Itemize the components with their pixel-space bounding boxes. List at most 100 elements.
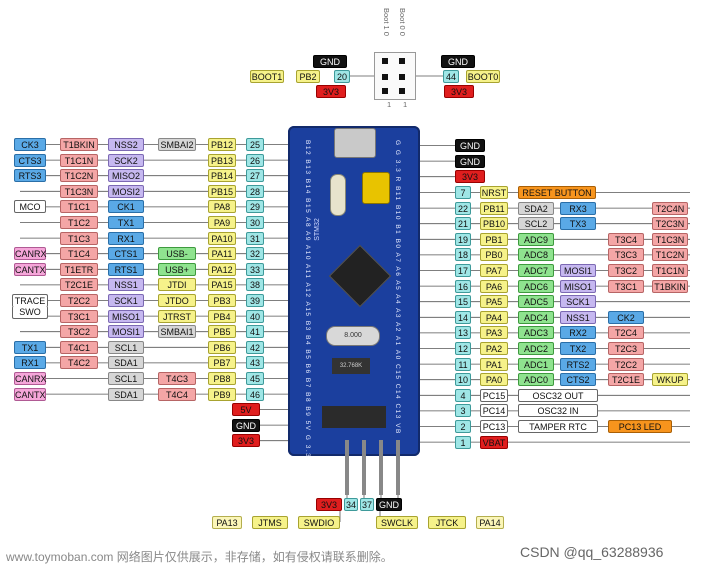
pin20-label: 20 bbox=[334, 70, 350, 83]
left-label-10-3: JTDO bbox=[158, 294, 196, 307]
top-right-gnd: GND bbox=[441, 55, 475, 68]
left-label-7-2: CTS1 bbox=[108, 247, 144, 261]
left-label-0-0: CK3 bbox=[14, 138, 46, 151]
left-label-3-1: T1C3N bbox=[60, 184, 98, 198]
right-port-4: PB0 bbox=[480, 248, 508, 262]
rtc-crystal-label: 32.768K bbox=[339, 363, 363, 369]
right-alt-15-0: TAMPER RTC bbox=[518, 420, 598, 433]
boot-pin1-marker-a: 1 bbox=[387, 100, 392, 109]
right-alt-12-3: WKUP bbox=[652, 373, 688, 387]
right-pin-num-9: 13 bbox=[455, 326, 471, 340]
right-port-1: PB11 bbox=[480, 201, 508, 215]
right-pin-num-3: 19 bbox=[455, 232, 471, 246]
right-alt-2-0: SCL2 bbox=[518, 217, 554, 231]
right-port-15: PC13 bbox=[480, 420, 508, 433]
right-pin-num-13: 4 bbox=[455, 388, 471, 402]
left-label-8-1: T1ETR bbox=[60, 262, 98, 276]
left-label-15-2: SCL1 bbox=[108, 372, 144, 385]
left-label-9-1: T2C1E bbox=[60, 278, 98, 292]
left-label-11-1: T3C1 bbox=[60, 309, 98, 323]
left-label-16-4: PB9 bbox=[208, 387, 236, 401]
board-right-pin-legend: G G 3.3 R B11 B10 B1 B0 A7 A6 A5 A4 A3 A… bbox=[394, 140, 401, 435]
swd-pin bbox=[345, 440, 349, 495]
right-alt-3-3: T1C3N bbox=[652, 232, 688, 246]
boot-jumper-block bbox=[374, 52, 416, 100]
right-alt-8-1: NSS1 bbox=[560, 310, 596, 324]
right-alt-8-2: CK2 bbox=[608, 310, 644, 324]
pin44-label: 44 bbox=[443, 70, 459, 83]
right-alt-4-3: T1C2N bbox=[652, 248, 688, 262]
bottom-row1-0: 3V3 bbox=[316, 498, 342, 511]
left-label-12-4: PB5 bbox=[208, 325, 236, 339]
jumper-pin bbox=[382, 58, 388, 64]
left-label-1-1: T1C1N bbox=[60, 153, 98, 167]
right-port-11: PA1 bbox=[480, 357, 508, 371]
left-label-4-4: PA8 bbox=[208, 200, 236, 214]
left-label-16-2: SDA1 bbox=[108, 387, 144, 401]
left-label-14-4: PB7 bbox=[208, 356, 236, 370]
left-label-3-4: PB15 bbox=[208, 184, 236, 198]
right-pin-num-4: 18 bbox=[455, 248, 471, 262]
right-port-16: VBAT bbox=[480, 435, 508, 449]
right-alt-4-0: ADC8 bbox=[518, 248, 554, 262]
jumper-pin bbox=[382, 74, 388, 80]
left-label-1-0: CTS3 bbox=[14, 153, 46, 167]
left-power-1: GND bbox=[232, 418, 260, 432]
right-alt-10-2: T2C3 bbox=[608, 342, 644, 355]
jumper-pin bbox=[382, 88, 388, 94]
left-label-5-5: 30 bbox=[246, 216, 264, 229]
right-port-10: PA2 bbox=[480, 342, 508, 355]
bottom-row1-2: 37 bbox=[360, 498, 374, 511]
right-alt-10-0: ADC2 bbox=[518, 342, 554, 355]
right-alt-0-0: RESET BUTTON bbox=[518, 186, 596, 199]
left-label-1-2: SCK2 bbox=[108, 153, 144, 167]
right-pin-num-1: 22 bbox=[455, 201, 471, 215]
right-port-14: PC14 bbox=[480, 404, 508, 418]
right-alt-3-0: ADC9 bbox=[518, 232, 554, 246]
right-alt-6-3: T1BKIN bbox=[652, 279, 688, 293]
right-alt-12-2: T2C1E bbox=[608, 373, 644, 387]
left-label-11-4: PB4 bbox=[208, 309, 236, 323]
left-label-16-5: 46 bbox=[246, 387, 264, 401]
right-alt-13-0: OSC32 OUT bbox=[518, 388, 598, 402]
left-label-7-4: PA11 bbox=[208, 247, 236, 261]
right-port-2: PB10 bbox=[480, 217, 508, 231]
left-label-2-2: MISO2 bbox=[108, 169, 144, 183]
left-label-6-1: T1C3 bbox=[60, 231, 98, 245]
left-label-10-5: 39 bbox=[246, 294, 264, 307]
left-label-7-5: 32 bbox=[246, 247, 264, 261]
right-header-0: GND bbox=[455, 139, 485, 152]
bottom-row2-1: JTMS bbox=[252, 516, 288, 529]
right-pin-num-11: 11 bbox=[455, 357, 471, 371]
top-left-3v3: 3V3 bbox=[316, 85, 346, 98]
top-right-3v3: 3V3 bbox=[444, 85, 474, 98]
right-pin-num-6: 16 bbox=[455, 279, 471, 293]
right-alt-11-1: RTS2 bbox=[560, 357, 596, 371]
bottom-row2-5: PA14 bbox=[476, 516, 504, 529]
mcu-chip bbox=[328, 244, 392, 308]
right-alt-1-1: RX3 bbox=[560, 201, 596, 215]
right-port-3: PB1 bbox=[480, 232, 508, 246]
left-label-12-1: T3C2 bbox=[60, 325, 98, 339]
left-label-6-2: RX1 bbox=[108, 231, 144, 245]
right-port-9: PA3 bbox=[480, 326, 508, 340]
left-label-12-3: SMBAI1 bbox=[158, 325, 196, 339]
swd-pin bbox=[379, 440, 383, 495]
right-alt-2-1: TX3 bbox=[560, 217, 596, 231]
swd-header bbox=[322, 406, 386, 428]
usb-connector bbox=[334, 128, 376, 158]
right-alt-14-0: OSC32 IN bbox=[518, 404, 598, 418]
left-label-12-5: 41 bbox=[246, 325, 264, 339]
right-alt-6-1: MISO1 bbox=[560, 279, 596, 293]
left-label-15-4: PB8 bbox=[208, 372, 236, 385]
right-alt-5-3: T1C1N bbox=[652, 264, 688, 277]
right-alt-1-3: T2C4N bbox=[652, 201, 688, 215]
left-label-13-4: PB6 bbox=[208, 340, 236, 354]
left-label-4-1: T1C1 bbox=[60, 200, 98, 214]
left-label-4-5: 29 bbox=[246, 200, 264, 214]
left-label-2-0: RTS3 bbox=[14, 169, 46, 183]
left-label-8-4: PA12 bbox=[208, 262, 236, 276]
bottom-row1-1: 34 bbox=[344, 498, 358, 511]
right-alt-11-2: T2C2 bbox=[608, 357, 644, 371]
left-label-8-5: 33 bbox=[246, 262, 264, 276]
